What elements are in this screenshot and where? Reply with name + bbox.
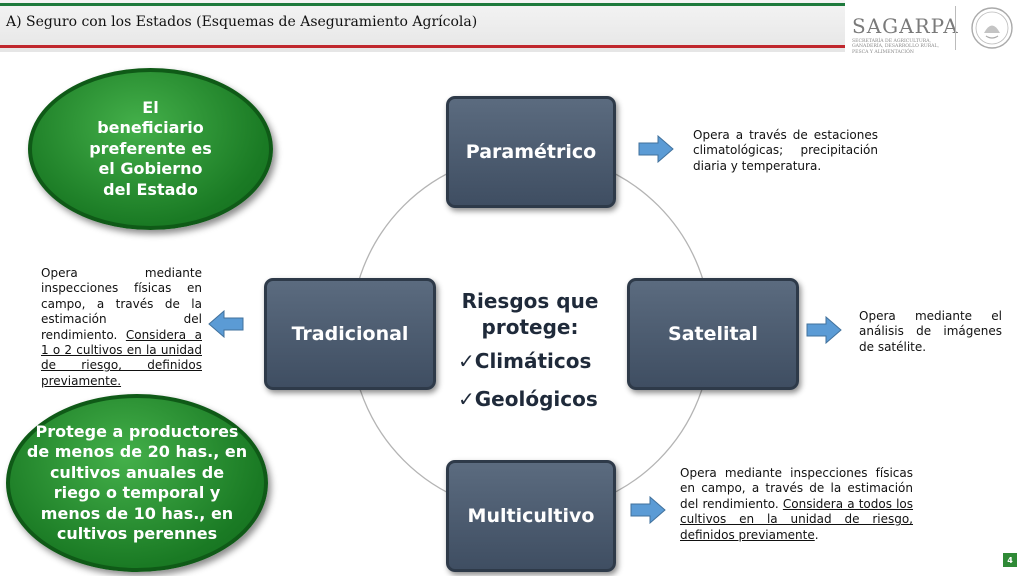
national-seal-icon [971, 7, 1013, 49]
box-parametrico: Paramétrico [446, 96, 616, 208]
brand-subtitle: SECRETARÍA DE AGRICULTURA, GANADERÍA, DE… [852, 39, 940, 55]
desc-parametrico: Opera a través de estaciones climatológi… [693, 128, 878, 173]
header-band [0, 0, 845, 52]
risk-item: ✓Climáticos [440, 348, 620, 374]
desc-satelital: Opera mediante el análisis de imágenes d… [859, 309, 1002, 354]
desc-multicultivo-plain: Opera mediante inspecciones físicas en c… [680, 466, 913, 511]
desc-tradicional-plain: Opera mediante inspecciones físicas en c… [41, 266, 202, 342]
desc-tradicional: Opera mediante inspecciones físicas en c… [41, 266, 202, 389]
header-green-stripe [0, 3, 845, 6]
center-title: Riesgos que protege: [461, 289, 599, 339]
check-icon: ✓ [458, 387, 475, 411]
callout-beneficiary: El beneficiario preferente es el Gobiern… [28, 68, 273, 230]
header-red-stripe [0, 45, 845, 48]
right-arrow-icon [638, 135, 674, 163]
risk-label: Geológicos [474, 387, 598, 411]
brand-name: SAGARPA [852, 14, 959, 38]
left-arrow-icon [208, 310, 244, 338]
callout-beneficiary-text: El beneficiario preferente es el Gobiern… [89, 97, 212, 199]
box-multicultivo: Multicultivo [446, 460, 616, 572]
page-number: 4 [1003, 553, 1017, 567]
desc-tradicional-underlined: Considera a 1 o 2 cultivos en la unidad … [41, 327, 202, 388]
desc-multicultivo-end: . [814, 527, 819, 542]
box-tradicional: Tradicional [264, 278, 436, 390]
brand-divider [955, 6, 956, 50]
right-arrow-icon [630, 496, 666, 524]
risk-item: ✓Geológicos [440, 386, 620, 412]
callout-protection: Protege a productores de menos de 20 has… [6, 394, 268, 572]
desc-multicultivo: Opera mediante inspecciones físicas en c… [680, 466, 913, 543]
box-satelital: Satelital [627, 278, 799, 390]
callout-protection-text: Protege a productores de menos de 20 has… [26, 421, 248, 544]
center-risks: Riesgos que protege: ✓Climáticos ✓Geológ… [440, 288, 620, 412]
check-icon: ✓ [458, 349, 475, 373]
desc-multicultivo-underlined: Considera a todos los cultivos en la uni… [680, 496, 914, 542]
page-title: A) Seguro con los Estados (Esquemas de A… [6, 14, 478, 30]
risk-label: Climáticos [474, 349, 592, 373]
right-arrow-icon [806, 316, 842, 344]
